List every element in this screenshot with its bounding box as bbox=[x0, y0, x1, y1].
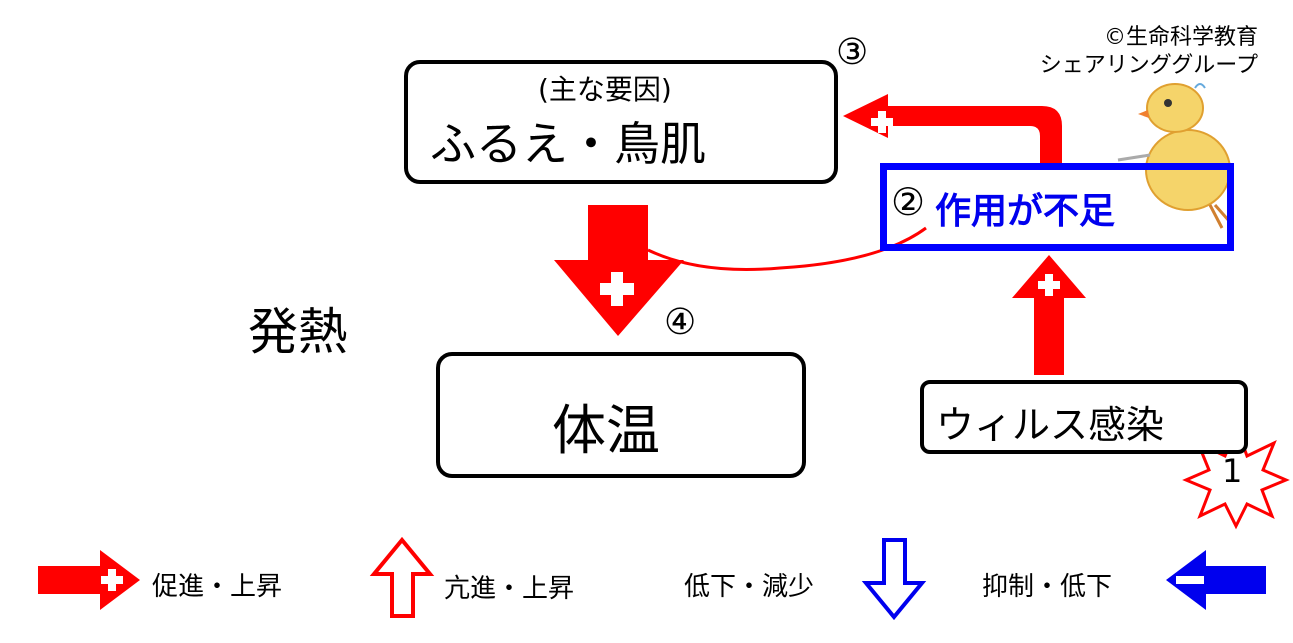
step-1-marker: 1 bbox=[1222, 452, 1243, 490]
legend-hyper-label: 亢進・上昇 bbox=[444, 574, 575, 604]
plus-sign bbox=[871, 118, 893, 126]
body-temperature-label: 体温 bbox=[552, 399, 660, 462]
legend-decrease-label: 低下・減少 bbox=[684, 572, 815, 602]
red-plus-arrow-icon bbox=[38, 550, 140, 610]
step-4-marker: ④ bbox=[664, 302, 697, 343]
copyright-line1: ©生命科学教育 bbox=[1103, 25, 1258, 50]
shivering-box: (主な要因) ふるえ・鳥肌 bbox=[404, 60, 838, 184]
action-insufficient-label: 作用が不足 bbox=[935, 191, 1116, 232]
legend-promote-label: 促進・上昇 bbox=[152, 572, 283, 602]
body-temperature-box: 体温 bbox=[436, 352, 806, 478]
legend-inhibit-label: 抑制・低下 bbox=[982, 572, 1113, 602]
chick-illustration bbox=[1117, 83, 1232, 229]
action-insufficient-box: ② 作用が不足 bbox=[880, 163, 1234, 251]
red-outline-up-arrow-icon bbox=[369, 536, 435, 618]
minus-sign bbox=[1176, 576, 1204, 584]
blue-minus-arrow-icon bbox=[1166, 550, 1266, 610]
promote-arrow-virus-to-action bbox=[1012, 255, 1086, 375]
main-factor-note: (主な要因) bbox=[538, 73, 672, 106]
shivering-label: ふるえ・鳥肌 bbox=[430, 117, 706, 171]
copyright-line2: シェアリンググループ bbox=[1039, 53, 1258, 78]
virus-infection-box: ウィルス感染 bbox=[920, 380, 1248, 454]
blue-outline-down-arrow-icon bbox=[861, 538, 927, 621]
plus-sign bbox=[600, 283, 634, 295]
virus-infection-label: ウィルス感染 bbox=[936, 403, 1165, 447]
promote-arrow-to-shivering bbox=[843, 94, 1062, 165]
step-2-marker: ② bbox=[891, 180, 926, 224]
step-3-marker: ③ bbox=[836, 32, 869, 73]
copyright: ©生命科学教育 シェアリンググループ bbox=[1000, 24, 1258, 80]
plus-sign bbox=[1038, 281, 1060, 289]
plus-sign bbox=[101, 576, 123, 584]
fever-label: 発熱 bbox=[248, 303, 348, 361]
promote-arrow-shivering-to-temp bbox=[554, 205, 684, 336]
